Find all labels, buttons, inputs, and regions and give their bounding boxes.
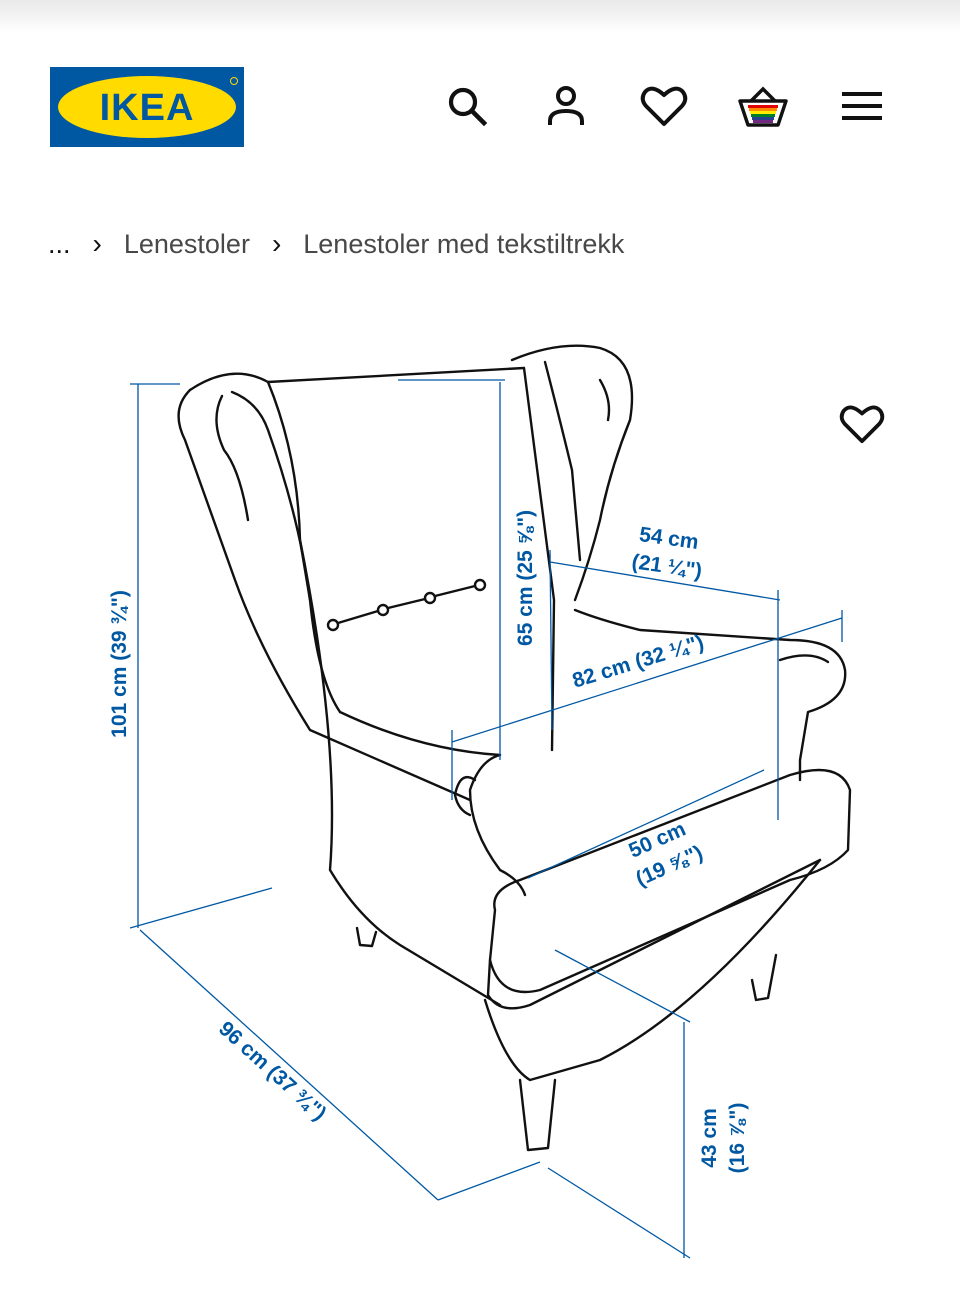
basket-icon: [738, 86, 788, 127]
ikea-logo[interactable]: IKEA: [50, 67, 244, 147]
menu-icon: [842, 92, 882, 120]
breadcrumb-item-lenestoler-tekstil[interactable]: Lenestoler med tekstiltrekk: [303, 228, 625, 259]
heart-icon: [640, 86, 688, 126]
dim-seat-height-in: (16 ⅞"): [726, 1103, 749, 1174]
dim-seat-width-in: (21 ¼"): [630, 550, 703, 583]
dim-backrest-height: 65 cm (25 ⅝"): [514, 510, 537, 646]
logo-text: IKEA: [100, 87, 195, 129]
dimension-labels: 101 cm (39 ¾") 65 cm (25 ⅝") 54 cm (21 ¼…: [108, 510, 749, 1173]
menu-button[interactable]: [836, 80, 888, 132]
product-dimension-image[interactable]: 101 cm (39 ¾") 65 cm (25 ⅝") 54 cm (21 ¼…: [0, 330, 960, 1295]
add-to-favorites-button[interactable]: [834, 398, 890, 450]
breadcrumb-ellipsis[interactable]: ...: [48, 228, 71, 259]
breadcrumb-item-lenestoler[interactable]: Lenestoler: [123, 228, 250, 259]
dimension-lines: [129, 379, 843, 1259]
heart-icon: [839, 405, 885, 444]
dim-height-total: 101 cm (39 ¾"): [108, 590, 131, 738]
dim-seat-height: 43 cm: [698, 1108, 721, 1168]
cart-button[interactable]: [737, 80, 789, 132]
search-icon: [448, 87, 488, 127]
dim-seat-width: 54 cm: [638, 523, 700, 554]
chevron-right-icon: ›: [271, 228, 282, 259]
armchair-drawing: [177, 344, 852, 1152]
account-button[interactable]: [540, 80, 592, 132]
chevron-right-icon: ›: [92, 228, 102, 259]
user-icon: [548, 86, 584, 125]
dim-depth-total: 96 cm (37 ¾"): [214, 1017, 330, 1125]
breadcrumb: ... › Lenestoler › Lenestoler med teksti…: [48, 222, 624, 266]
search-button[interactable]: [441, 80, 493, 132]
favorites-button[interactable]: [638, 80, 690, 132]
status-bar-fade: [0, 0, 960, 34]
